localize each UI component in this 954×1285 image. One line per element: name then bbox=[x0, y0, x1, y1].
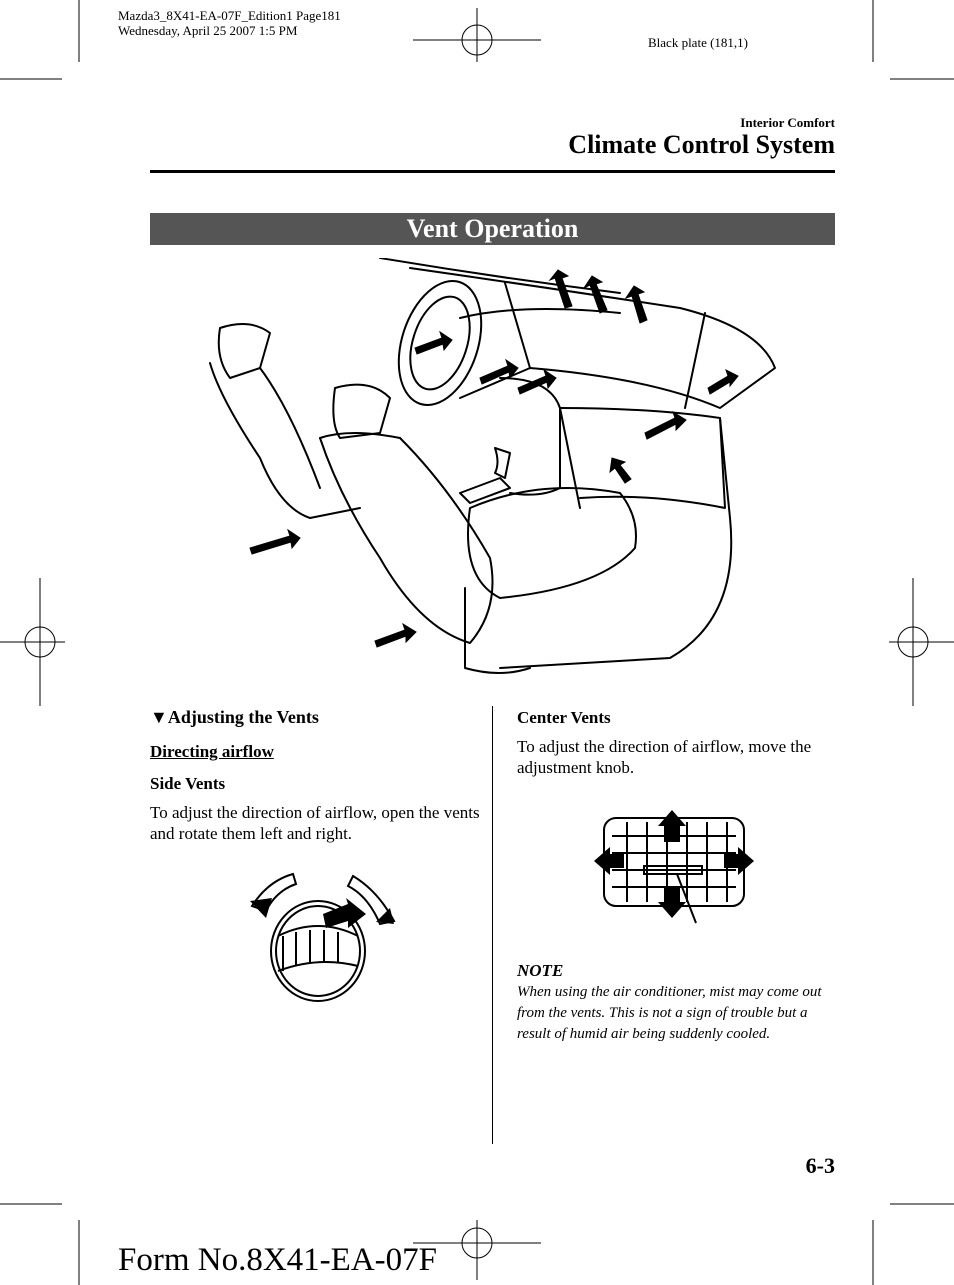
car-interior-illustration bbox=[209, 258, 776, 674]
side-vent-icon bbox=[250, 872, 396, 1002]
print-header-line2: Wednesday, April 25 2007 1:5 PM bbox=[118, 23, 298, 38]
floor-arrow bbox=[374, 622, 417, 648]
print-header-line1: Mazda3_8X41-EA-07F_Edition1 Page181 bbox=[118, 8, 341, 23]
adjusting-vents-heading: ▼Adjusting the Vents bbox=[150, 707, 319, 728]
side-vents-text: To adjust the direction of airflow, open… bbox=[150, 803, 480, 843]
center-vent-icon bbox=[594, 810, 754, 924]
directing-airflow-subheading: Directing airflow bbox=[150, 742, 274, 761]
page-number: 6-3 bbox=[805, 1153, 835, 1178]
face-arrow bbox=[517, 368, 557, 395]
floor-arrow bbox=[249, 528, 301, 555]
section-banner: Vent Operation bbox=[150, 213, 835, 245]
face-arrow bbox=[414, 330, 453, 355]
face-arrow bbox=[479, 358, 519, 385]
side-vents-label: Side Vents bbox=[150, 774, 226, 793]
defrost-arrow bbox=[582, 275, 608, 314]
form-number: Form No.8X41-EA-07F bbox=[118, 1242, 437, 1278]
defrost-arrow bbox=[548, 269, 573, 309]
face-arrow bbox=[644, 410, 687, 440]
defrost-arrow bbox=[624, 285, 648, 324]
note-text: When using the air conditioner, mist may… bbox=[517, 984, 822, 1042]
section-title: Interior Comfort bbox=[740, 115, 835, 130]
center-vents-text: To adjust the direction of airflow, move… bbox=[517, 737, 812, 777]
floor-arrow bbox=[609, 457, 632, 484]
print-header: Mazda3_8X41-EA-07F_Edition1 Page181 Wedn… bbox=[118, 8, 341, 38]
center-vents-label: Center Vents bbox=[517, 708, 611, 727]
note-heading: NOTE bbox=[517, 961, 564, 980]
header-rule bbox=[150, 170, 835, 173]
chapter-title: Climate Control System bbox=[568, 130, 835, 159]
face-arrow bbox=[707, 369, 739, 395]
triangle-marker-icon: ▼ bbox=[150, 707, 168, 727]
heading-text: Adjusting the Vents bbox=[167, 707, 319, 727]
plate-label: Black plate (181,1) bbox=[648, 35, 748, 50]
column-divider bbox=[492, 706, 493, 1144]
